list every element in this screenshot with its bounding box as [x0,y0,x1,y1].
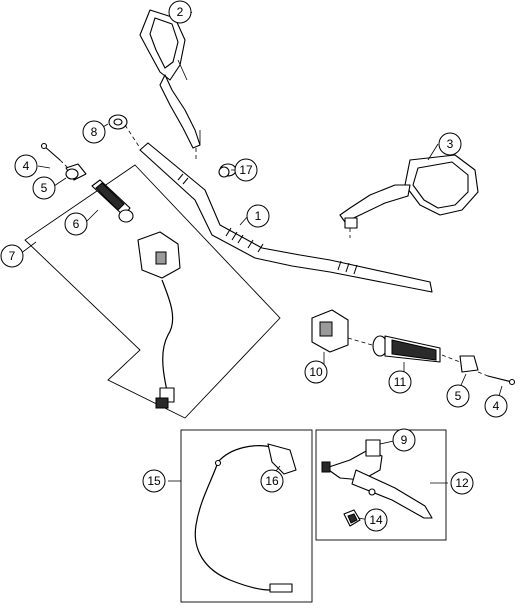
callout-label-1: 1 [255,209,262,223]
callout-11: 11 [388,370,412,394]
grip-left [91,179,134,223]
callout-label-4-right: 4 [493,399,500,413]
bolt-left [40,142,69,169]
callout-label-3: 3 [447,137,454,151]
callout-label-11: 11 [394,375,407,389]
callout-4-left: 4 [14,154,38,178]
clamp-14 [343,509,361,527]
bolt-right [487,375,516,386]
callout-label-2: 2 [177,5,184,19]
bar-end-weight-left [65,163,87,181]
callout-2: 2 [168,0,192,24]
callout-label-14: 14 [369,513,383,527]
switch-right [311,309,373,353]
callout-label-7: 7 [9,249,16,263]
callout-16: 16 [260,469,284,493]
callout-3: 3 [438,132,462,156]
switch-left [137,231,181,409]
callout-label-12: 12 [455,476,469,490]
callout-17: 17 [234,158,258,182]
callout-label-5-left: 5 [41,181,48,195]
bushing [108,114,141,149]
callout-10: 10 [304,360,328,384]
callout-label-5-right: 5 [455,389,462,403]
callout-15: 15 [142,469,166,493]
callout-1: 1 [246,204,270,228]
group-frame-7 [24,164,281,419]
callout-label-8: 8 [91,125,98,139]
callout-6: 6 [64,212,88,236]
callout-8: 8 [82,120,106,144]
callout-label-9: 9 [401,433,408,447]
callout-label-17: 17 [239,163,253,177]
callout-14: 14 [364,508,388,532]
callout-label-10: 10 [309,365,323,379]
callout-label-16: 16 [265,474,279,488]
bar-end-weight-right [459,355,489,377]
callout-5-right: 5 [446,384,470,408]
handlebar [139,130,433,293]
group-frame-12 [315,429,447,541]
brake-lever-assembly [321,439,433,519]
grip-right [372,335,461,363]
callout-label-15: 15 [147,474,161,488]
callout-4-right: 4 [484,394,508,418]
mirror-right [339,154,479,238]
callout-label-6: 6 [73,217,80,231]
callout-5-left: 5 [32,176,56,200]
callout-label-4-left: 4 [23,159,30,173]
callout-9: 9 [392,428,416,452]
mirror-left [139,9,201,160]
group-frame-15 [180,429,313,603]
callout-12: 12 [450,471,474,495]
callout-7: 7 [0,244,24,268]
plug [218,163,237,178]
brake-line [194,443,297,593]
